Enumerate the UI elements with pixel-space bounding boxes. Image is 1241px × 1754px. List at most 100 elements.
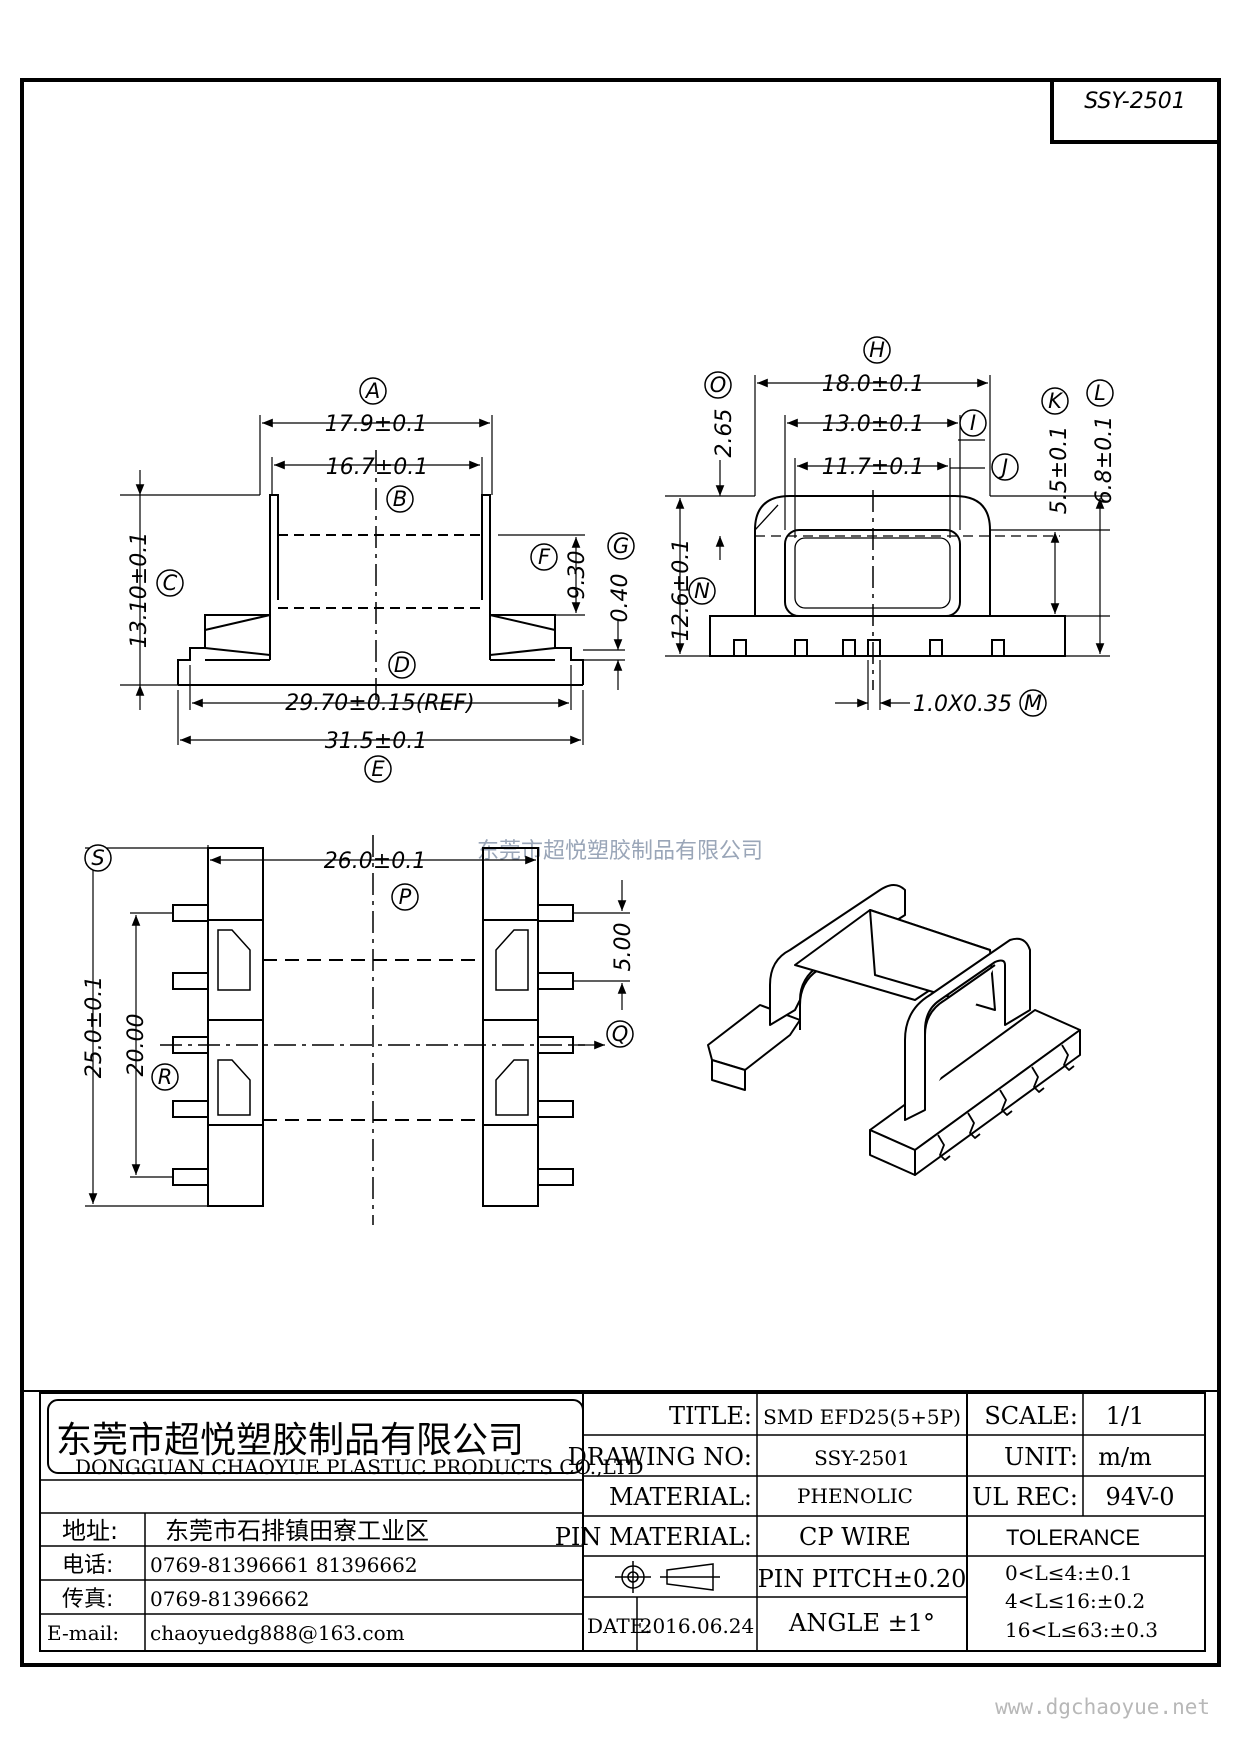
callout-L: L xyxy=(1086,379,1114,407)
dim-R: 20.00 xyxy=(124,1014,149,1077)
callout-S: S xyxy=(84,844,112,872)
callout-D: D xyxy=(388,651,416,679)
address-value: 东莞市石排镇田寮工业区 xyxy=(165,1517,429,1545)
dim-Q: 5.00 xyxy=(611,923,636,972)
dim-J: 11.7±0.1 xyxy=(822,455,924,480)
scale-label: SCALE: xyxy=(984,1402,1078,1430)
scale-value: 1/1 xyxy=(1106,1402,1145,1430)
svg-text:O: O xyxy=(710,373,727,397)
fax-value: 0769-81396662 xyxy=(150,1587,309,1611)
svg-text:K: K xyxy=(1048,389,1064,413)
top-view-dimensions xyxy=(88,850,627,1204)
callout-F: F xyxy=(530,543,558,571)
svg-text:S: S xyxy=(91,846,104,870)
dim-P: 26.0±0.1 xyxy=(324,849,426,874)
svg-text:A: A xyxy=(364,379,380,403)
address-label: 地址: xyxy=(62,1517,118,1545)
dim-C: 13.10±0.1 xyxy=(127,532,152,648)
svg-text:M: M xyxy=(1024,691,1042,715)
isometric-pins xyxy=(937,1044,1075,1161)
callout-J: J xyxy=(991,453,1019,481)
svg-text:R: R xyxy=(158,1065,173,1089)
callout-B: B xyxy=(386,485,414,513)
svg-text:N: N xyxy=(694,579,710,603)
callout-C: C xyxy=(156,569,184,597)
dim-S: 25.0±0.1 xyxy=(82,976,107,1078)
svg-text:D: D xyxy=(394,653,410,677)
svg-text:C: C xyxy=(163,571,178,595)
unit-value: m/m xyxy=(1098,1443,1152,1471)
title-value: SMD EFD25(5+5P) xyxy=(763,1405,961,1429)
top-view-text: 26.0±0.1 5.00 20.00 25.0±0.1 P Q R S xyxy=(82,844,636,1091)
callout-P: P xyxy=(391,883,419,911)
title-block-text: 东莞市超悦塑胶制品有限公司 DONGGUAN CHAOYUE PLASTUC P… xyxy=(47,1402,1175,1645)
email-value: chaoyuedg888@163.com xyxy=(150,1621,405,1645)
sheet-border xyxy=(20,78,1221,1667)
angle-tolerance: ANGLE ±1° xyxy=(788,1609,935,1637)
dim-I: 13.0±0.1 xyxy=(822,412,924,437)
svg-text:G: G xyxy=(613,534,629,558)
dim-M: 1.0X0.35 xyxy=(913,692,1012,717)
dim-G: 0.40 xyxy=(608,574,633,623)
phone-value: 0769-81396661 81396662 xyxy=(150,1553,418,1577)
ul-value: 94V-0 xyxy=(1105,1483,1174,1511)
pin-material-label: PIN MATERIAL: xyxy=(555,1523,752,1551)
side-view-dimensions xyxy=(135,418,623,745)
callout-R: R xyxy=(151,1063,179,1091)
top-view xyxy=(85,835,630,1225)
company-name-en: DONGGUAN CHAOYUE PLASTUC PRODUCTS CO.,LT… xyxy=(75,1455,644,1479)
tolerance-row-3: 16<L≤63:±0.3 xyxy=(1005,1618,1158,1642)
side-view xyxy=(120,415,625,745)
title-label: TITLE: xyxy=(669,1402,752,1430)
dim-L: 6.8±0.1 xyxy=(1092,416,1117,504)
ul-label: UL REC: xyxy=(972,1483,1078,1511)
callout-E: E xyxy=(364,755,392,783)
callout-N: N xyxy=(688,577,716,605)
date-value: 2016.06.24 xyxy=(640,1614,755,1638)
svg-text:B: B xyxy=(393,487,407,511)
callout-Q: Q xyxy=(606,1020,634,1048)
projection-symbol-icon xyxy=(615,1561,720,1593)
callout-O: O xyxy=(704,371,732,399)
front-view-dimensions xyxy=(675,378,1105,708)
dim-H: 18.0±0.1 xyxy=(822,372,924,397)
material-label: MATERIAL: xyxy=(609,1483,752,1511)
pin-pitch: PIN PITCH±0.20 xyxy=(758,1565,967,1593)
callout-K: K xyxy=(1041,387,1069,415)
unit-label: UNIT: xyxy=(1004,1443,1078,1471)
email-label: E-mail: xyxy=(47,1621,119,1645)
svg-text:J: J xyxy=(998,455,1008,479)
front-view-text: 18.0±0.1 13.0±0.1 11.7±0.1 5.5±0.1 6.8±0… xyxy=(669,336,1117,717)
dim-K: 5.5±0.1 xyxy=(1047,426,1072,514)
front-view xyxy=(665,375,1110,710)
svg-text:I: I xyxy=(970,411,976,435)
drawing-no-label: DRAWING NO: xyxy=(568,1443,752,1471)
callout-I: I xyxy=(959,409,987,437)
dim-D: 29.70±0.15(REF) xyxy=(285,691,474,716)
callout-G: G xyxy=(607,532,635,560)
side-view-text: 17.9±0.1 16.7±0.1 13.10±0.1 29.70±0.15(R… xyxy=(127,377,635,783)
title-block xyxy=(22,1390,1219,1652)
dim-F: 9.30 xyxy=(565,551,590,600)
svg-text:L: L xyxy=(1094,381,1106,405)
tolerance-label: TOLERANCE xyxy=(1006,1525,1140,1550)
site-url: www.dgchaoyue.net xyxy=(995,1695,1210,1719)
drawing-code: SSY-2501 xyxy=(1084,89,1185,114)
fax-label: 传真: xyxy=(62,1587,113,1612)
dim-E: 31.5±0.1 xyxy=(325,729,427,754)
isometric-view xyxy=(707,884,1081,1176)
dim-B: 16.7±0.1 xyxy=(326,455,428,480)
dim-O: 2.65 xyxy=(712,409,737,458)
pin-material-value: CP WIRE xyxy=(799,1523,911,1551)
svg-text:P: P xyxy=(399,885,412,909)
tolerance-row-2: 4<L≤16:±0.2 xyxy=(1005,1589,1145,1613)
phone-label: 电话: xyxy=(62,1553,113,1578)
svg-text:E: E xyxy=(371,757,385,781)
company-name-cn: 东莞市超悦塑胶制品有限公司 xyxy=(56,1420,524,1461)
front-view-pins xyxy=(733,639,1005,657)
svg-text:F: F xyxy=(538,545,551,569)
callout-H: H xyxy=(863,336,891,364)
dim-A: 17.9±0.1 xyxy=(325,412,427,437)
drawing-code-box: SSY-2501 xyxy=(1050,78,1221,144)
